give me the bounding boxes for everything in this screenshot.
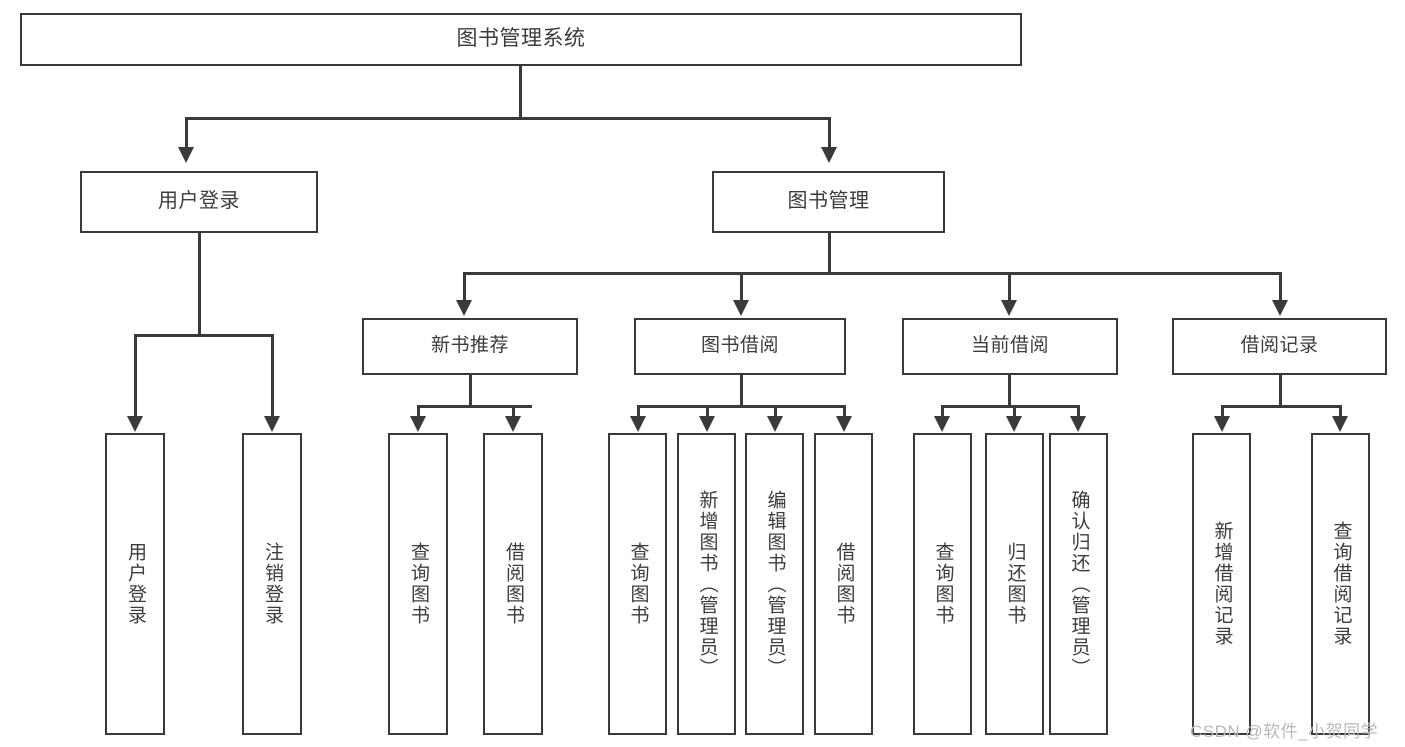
arrowhead-user-login (178, 147, 194, 163)
edge-root-stem (519, 66, 522, 118)
edge-drop-leaf-query-book-2 (637, 405, 640, 417)
leaf-query-record[interactable]: 查询借阅记录 (1311, 433, 1370, 735)
edge-drop-current-borrow (1008, 272, 1011, 300)
node-label: 借阅图书 (833, 542, 855, 626)
arrowhead-borrow-record (1272, 300, 1288, 316)
edge-drop-leaf-logout-login (271, 334, 274, 416)
leaf-user-login[interactable]: 用户登录 (105, 433, 165, 735)
node-label: 图书管理系统 (456, 27, 586, 51)
edge-drop-new-book-recommend (463, 272, 466, 300)
edge-borrow-record-stem (1279, 375, 1282, 406)
leaf-add-book[interactable]: 新增图书（管理员） (677, 433, 736, 735)
edge-book-borrow-stem (740, 375, 743, 406)
leaf-edit-book[interactable]: 编辑图书（管理员） (745, 433, 804, 735)
arrowhead-leaf-return-book (1006, 416, 1022, 432)
arrowhead-leaf-borrow-book-2 (836, 416, 852, 432)
edge-drop-leaf-user-login (134, 334, 137, 416)
arrowhead-new-book-recommend (456, 300, 472, 316)
node-root-book-management-system[interactable]: 图书管理系统 (20, 13, 1022, 66)
edge-drop-leaf-borrow-book-1 (512, 405, 515, 417)
arrowhead-leaf-add-record (1214, 416, 1230, 432)
arrowhead-leaf-query-book-3 (934, 416, 950, 432)
edge-drop-leaf-query-book-3 (941, 405, 944, 417)
node-label: 新增借阅记录 (1211, 521, 1233, 647)
node-book-management[interactable]: 图书管理 (712, 171, 945, 233)
node-label: 查询图书 (932, 542, 954, 626)
leaf-borrow-book-2[interactable]: 借阅图书 (814, 433, 873, 735)
leaf-logout-login[interactable]: 注销登录 (242, 433, 302, 735)
edge-user-login-stem (198, 233, 201, 335)
edge-drop-book-manage (828, 117, 831, 147)
node-label: 查询图书 (627, 542, 649, 626)
node-current-borrow[interactable]: 当前借阅 (902, 318, 1118, 375)
edge-drop-book-borrow (740, 272, 743, 300)
node-user-login[interactable]: 用户登录 (80, 171, 318, 233)
edge-book-borrow-bus (637, 405, 846, 408)
arrowhead-leaf-user-login (127, 416, 143, 432)
node-borrow-record[interactable]: 借阅记录 (1172, 318, 1387, 375)
node-label: 新增图书（管理员） (696, 489, 718, 679)
edge-drop-leaf-query-record (1339, 405, 1342, 417)
edge-drop-leaf-borrow-book-2 (843, 405, 846, 417)
edge-book-manage-stem (828, 233, 831, 273)
arrowhead-leaf-query-book-1 (410, 416, 426, 432)
arrowhead-book-manage (821, 147, 837, 163)
node-book-borrow[interactable]: 图书借阅 (634, 318, 846, 375)
edge-drop-leaf-add-record (1221, 405, 1224, 417)
edge-borrow-record-bus (1221, 405, 1341, 408)
node-label: 注销登录 (261, 542, 283, 626)
node-label: 当前借阅 (970, 335, 1049, 357)
arrowhead-book-borrow (733, 300, 749, 316)
edge-drop-leaf-query-book-1 (417, 405, 420, 417)
leaf-query-book-2[interactable]: 查询图书 (608, 433, 667, 735)
edge-new-book-recommend-bus (417, 405, 532, 408)
arrowhead-leaf-query-record (1332, 416, 1348, 432)
arrowhead-current-borrow (1001, 300, 1017, 316)
edge-drop-borrow-record (1279, 272, 1282, 300)
edge-drop-leaf-confirm-return (1077, 405, 1080, 417)
arrowhead-leaf-add-book (699, 416, 715, 432)
leaf-add-record[interactable]: 新增借阅记录 (1192, 433, 1251, 735)
arrowhead-leaf-borrow-book-1 (505, 416, 521, 432)
arrowhead-leaf-logout-login (264, 416, 280, 432)
node-label: 查询借阅记录 (1330, 521, 1352, 647)
node-label: 归还图书 (1004, 542, 1026, 626)
node-label: 借阅图书 (502, 542, 524, 626)
leaf-query-book-1[interactable]: 查询图书 (388, 433, 448, 735)
leaf-borrow-book-1[interactable]: 借阅图书 (483, 433, 543, 735)
edge-user-login-bus (134, 334, 273, 337)
leaf-confirm-return[interactable]: 确认归还（管理员） (1049, 433, 1108, 735)
node-label: 图书借阅 (700, 335, 779, 357)
arrowhead-leaf-edit-book (767, 416, 783, 432)
edge-level3-bus (463, 272, 1281, 275)
edge-drop-leaf-return-book (1013, 405, 1016, 417)
edge-drop-user-login (185, 117, 188, 147)
edge-drop-leaf-add-book (706, 405, 709, 417)
node-new-book-recommend[interactable]: 新书推荐 (362, 318, 578, 375)
edge-new-book-recommend-stem (469, 375, 472, 406)
arrowhead-leaf-confirm-return (1070, 416, 1086, 432)
node-label: 确认归还（管理员） (1068, 489, 1090, 679)
node-label: 图书管理 (787, 190, 870, 213)
node-label: 用户登录 (158, 190, 240, 213)
node-label: 查询图书 (407, 542, 429, 626)
arrowhead-leaf-query-book-2 (630, 416, 646, 432)
edge-current-borrow-stem (1008, 375, 1011, 406)
leaf-return-book[interactable]: 归还图书 (985, 433, 1044, 735)
edge-current-borrow-bus (941, 405, 1079, 408)
edge-level2-bus (185, 117, 830, 120)
node-label: 借阅记录 (1240, 335, 1319, 357)
leaf-query-book-3[interactable]: 查询图书 (913, 433, 972, 735)
node-label: 用户登录 (124, 542, 146, 626)
node-label: 新书推荐 (430, 335, 509, 357)
edge-drop-leaf-edit-book (774, 405, 777, 417)
csdn-watermark: CSDN @软件_小贺同学 (1190, 722, 1379, 741)
node-label: 编辑图书（管理员） (764, 489, 786, 679)
